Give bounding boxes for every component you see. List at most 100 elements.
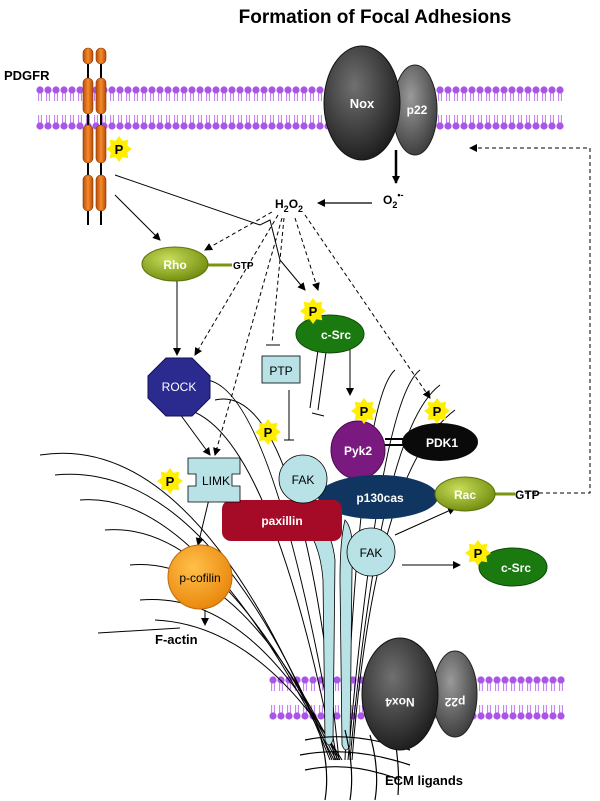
nox4-label: Nox4 [385,695,415,709]
rho-gtp-label: GTP [233,261,254,272]
rho-node: Rho GTP [141,246,254,282]
lipid-head [300,122,308,130]
lipid-head [236,122,244,130]
lipid-head [500,122,508,130]
lipid-head [477,712,485,720]
lipid-head [60,86,68,94]
pyk2-pdk1-complex: PDK1 Pyk2 [330,420,478,480]
phospho-star-icon [106,136,132,162]
lipid-head [301,712,309,720]
limk-label: LIMK [202,474,230,488]
lipid-head [301,676,309,684]
lipid-head [524,86,532,94]
lipid-head [269,676,277,684]
lipid-head [68,122,76,130]
lipid-head [501,712,509,720]
lipid-head [508,122,516,130]
lipid-head [484,122,492,130]
lipid-head [220,122,228,130]
lipid-head [44,122,52,130]
lipid-head [476,86,484,94]
phospho-star-icon [424,398,450,424]
phospho-label: P [264,425,273,440]
lipid-head [252,122,260,130]
ecm-ligands-label: ECM ligands [385,773,463,788]
lipid-head [524,122,532,130]
lipid-head [276,86,284,94]
rac-node: Rac GTP [434,476,540,512]
lipid-head [196,86,204,94]
pdgfr-receptor [82,47,107,225]
lipid-head [292,122,300,130]
csrc-top-label: c-Src [321,328,351,342]
lipid-head [108,86,116,94]
phospho-label: P [115,142,124,157]
lipid-head [76,122,84,130]
lipid-head [484,86,492,94]
lipid-head [156,122,164,130]
lipid-head [132,122,140,130]
lipid-head [532,86,540,94]
h2o2-label: H2O2 [275,197,303,214]
lipid-head [172,86,180,94]
lipid-head [180,86,188,94]
lipid-head [244,86,252,94]
h2o2-dashed-arrows [194,144,591,494]
phospho-label: P [360,404,369,419]
lipid-head [349,676,357,684]
lipid-head [308,86,316,94]
nox4-complex: Nox4 p22 [361,637,478,751]
lipid-head [284,86,292,94]
lipid-head [116,86,124,94]
lipid-head [124,122,132,130]
pyk2-label: Pyk2 [344,444,372,458]
paxillin-label: paxillin [261,514,302,528]
lipid-head [244,122,252,130]
nox-label: Nox [350,96,375,111]
lipid-head [316,122,324,130]
nox-subunit [323,45,401,161]
lipid-head [204,86,212,94]
lipid-head [293,712,301,720]
lipid-head [517,676,525,684]
lipid-head [556,86,564,94]
lipid-head [525,676,533,684]
lipid-head [316,86,324,94]
lipid-head [252,86,260,94]
phospho-label: P [166,474,175,489]
nox-complex: Nox p22 [323,45,438,161]
lipid-head [60,122,68,130]
lipid-head [285,712,293,720]
lipid-head [317,712,325,720]
lipid-head [108,122,116,130]
lipid-head [164,122,172,130]
phospho-label: P [474,546,483,561]
csrc-bottom-label: c-Src [501,561,531,575]
lipid-head [140,122,148,130]
lipid-head [333,712,341,720]
lipid-head [357,712,365,720]
lipid-head [509,712,517,720]
lipid-head [468,122,476,130]
rac-label: Rac [454,488,476,502]
lipid-head [172,122,180,130]
lipid-head [180,122,188,130]
lipid-head [156,86,164,94]
fak-bottom-label: FAK [360,546,383,560]
lipid-head [36,86,44,94]
p22-label-top: p22 [407,103,428,117]
diagram-title: Formation of Focal Adhesions [239,7,512,28]
lipid-head [548,122,556,130]
lipid-head [292,86,300,94]
lipid-head [164,86,172,94]
lipid-head [549,676,557,684]
lipid-head [76,86,84,94]
lipid-head [516,122,524,130]
lipid-head [220,86,228,94]
rac-gtp-label: GTP [515,488,540,502]
lipid-head [269,712,277,720]
superoxide-label: O2•- [383,190,404,210]
rho-label: Rho [163,258,186,272]
pdk1-label: PDK1 [426,436,458,450]
